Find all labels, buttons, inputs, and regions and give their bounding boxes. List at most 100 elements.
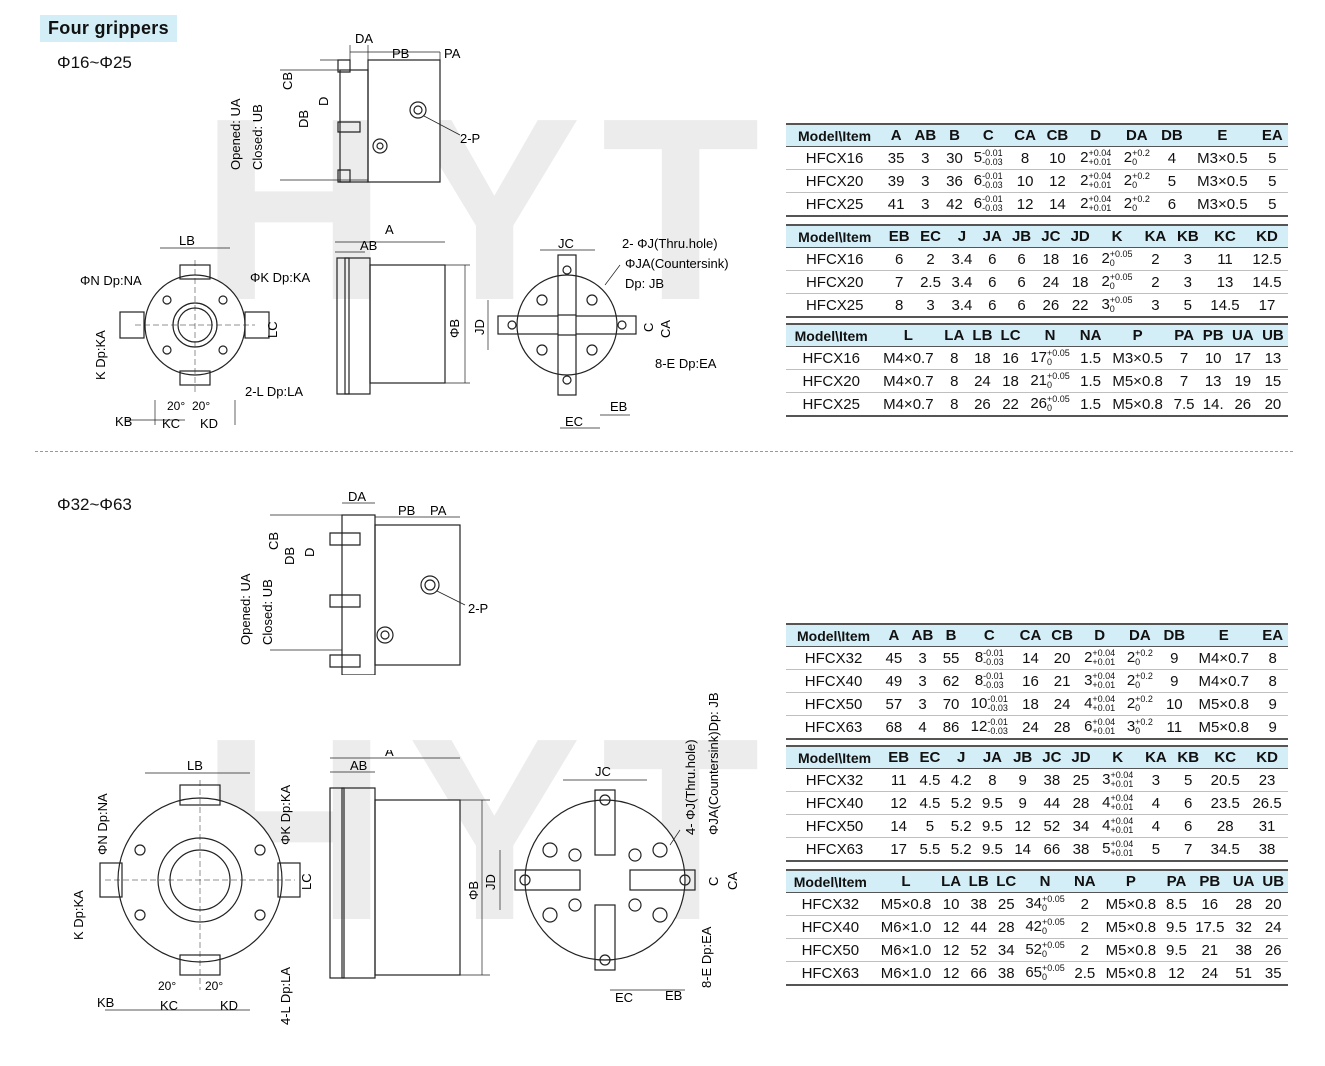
table-cell: 32: [1228, 915, 1259, 939]
table-cell: HFCX32: [786, 646, 882, 670]
tolerance-lower: -0.03: [982, 157, 1003, 168]
tolerance-lower: 0: [1135, 726, 1141, 737]
dim-jd: JD: [472, 319, 487, 335]
tolerance-lower: -0.03: [982, 180, 1003, 191]
table-header-cell: JB: [1006, 224, 1037, 248]
tolerance-upper: +0.05: [1047, 394, 1070, 405]
table-cell: M5×0.8: [1099, 938, 1163, 962]
table-header-cell: K: [1094, 224, 1140, 248]
range-large-label: Φ32~Φ63: [57, 495, 132, 514]
table-cell: 8: [940, 346, 969, 370]
table-header-cell: JD: [1065, 224, 1095, 248]
dim-e8: 8-E Dp:EA: [655, 356, 717, 371]
tolerance-base: 2: [1123, 194, 1133, 212]
page-title: Four grippers: [40, 15, 177, 42]
table-header-cell: KC: [1204, 745, 1247, 769]
table-cell: 24: [1258, 915, 1288, 939]
dim-lc: LC: [265, 321, 280, 338]
table-cell: 1.5: [1075, 346, 1106, 370]
table-header-cell: J: [945, 745, 977, 769]
table-cell: 28: [992, 915, 1021, 939]
table-cell: 12: [1162, 961, 1191, 986]
table-cell: 9: [1158, 669, 1191, 693]
table-header-cell: UA: [1228, 869, 1259, 893]
table-header-cell: PB: [1190, 869, 1229, 893]
table-cell: 9.5: [976, 791, 1009, 815]
table-cell: 14.5: [1204, 293, 1246, 318]
dim-closed-l: Closed: UB: [260, 579, 275, 645]
dim-db-l: DB: [282, 547, 297, 565]
dim-kd: KD: [200, 416, 218, 431]
table-cell: HFCX20: [786, 369, 877, 393]
table-cell: 16: [1014, 669, 1047, 693]
dim-b: ΦB: [447, 319, 462, 338]
table-header-cell: N: [1020, 869, 1071, 893]
table-cell: 10: [1008, 169, 1042, 193]
dim-jafull: ΦJA(Countersink)Dp: JB: [706, 692, 721, 835]
table-cell: 2.5: [1070, 961, 1100, 986]
tolerance-lower: 0: [1042, 903, 1048, 914]
table-cell: 1.5: [1075, 369, 1106, 393]
table-header-cell: P: [1105, 323, 1170, 347]
tolerance-upper: -0.01: [982, 194, 1003, 205]
table-cell: M5×0.8: [1099, 892, 1163, 916]
table-cell: 3: [1171, 247, 1205, 271]
tolerance-lower: 0: [1132, 180, 1138, 191]
table-cell: 4.5: [914, 791, 946, 815]
dim-eb: EB: [610, 399, 627, 414]
tolerance-upper: +0.04: [1110, 793, 1134, 804]
table-cell: 7.5: [1169, 392, 1199, 417]
table-header-cell: Model\Item: [786, 869, 875, 893]
table-cell: 57: [881, 692, 907, 716]
table-cell: 8-0.01-0.03: [963, 646, 1015, 670]
table-header-cell: E: [1190, 623, 1258, 647]
table-header-cell: Model\Item: [786, 623, 882, 647]
tolerance-limits: +0.04+0.01: [1088, 195, 1111, 213]
table-cell: 4: [1155, 146, 1189, 170]
table-cell: 10: [1041, 146, 1074, 170]
dim-pb-l: PB: [398, 503, 415, 518]
tolerance-limits: -0.01-0.03: [987, 695, 1008, 713]
table-cell: 11: [883, 768, 915, 792]
dim-d: D: [316, 97, 331, 106]
table-cell: 6: [1006, 293, 1037, 318]
tolerance-lower: 0: [1042, 972, 1048, 983]
dim-j4: 4- ΦJ(Thru.hole): [683, 739, 698, 835]
table-header-cell: CB: [1046, 623, 1078, 647]
table-cell: 66: [1037, 837, 1067, 862]
table-cell: 25: [1066, 768, 1096, 792]
table-cell: 12: [937, 938, 965, 962]
table-header-cell: LC: [992, 869, 1021, 893]
table-header-cell: CB: [1041, 123, 1074, 147]
dim-ja: ΦJA(Countersink): [625, 256, 729, 271]
table-cell: 7: [883, 270, 915, 294]
table-cell: 5: [914, 814, 946, 838]
tolerance-limits: -0.01-0.03: [987, 718, 1008, 736]
table-cell: 20: [1258, 892, 1288, 916]
table-cell: 42: [941, 192, 968, 217]
table-cell: 16: [996, 346, 1025, 370]
tolerance-limits: -0.01-0.03: [982, 172, 1003, 190]
table-cell: 3: [909, 146, 942, 170]
table-cell: 8: [883, 293, 915, 318]
tolerance-upper: +0.04: [1092, 717, 1116, 728]
drawing-large-front: LB ΦN Dp:NA ΦK Dp:KA LC K Dp:KA 4-L Dp:L…: [71, 758, 314, 1025]
table-cell: 2: [914, 247, 947, 271]
table-cell: 41: [883, 192, 910, 217]
tolerance-lower: -0.03: [982, 203, 1003, 214]
table-cell: 26: [968, 392, 997, 417]
drawing-small-front: LB ΦN Dp:NA ΦK Dp:KA LC K Dp:KA 2-L Dp:L…: [80, 233, 311, 431]
table-cell: 44: [1037, 791, 1067, 815]
table-cell: HFCX40: [786, 915, 875, 939]
table-cell: 5.2: [945, 837, 977, 862]
tolerance-lower: 0: [1135, 680, 1141, 691]
